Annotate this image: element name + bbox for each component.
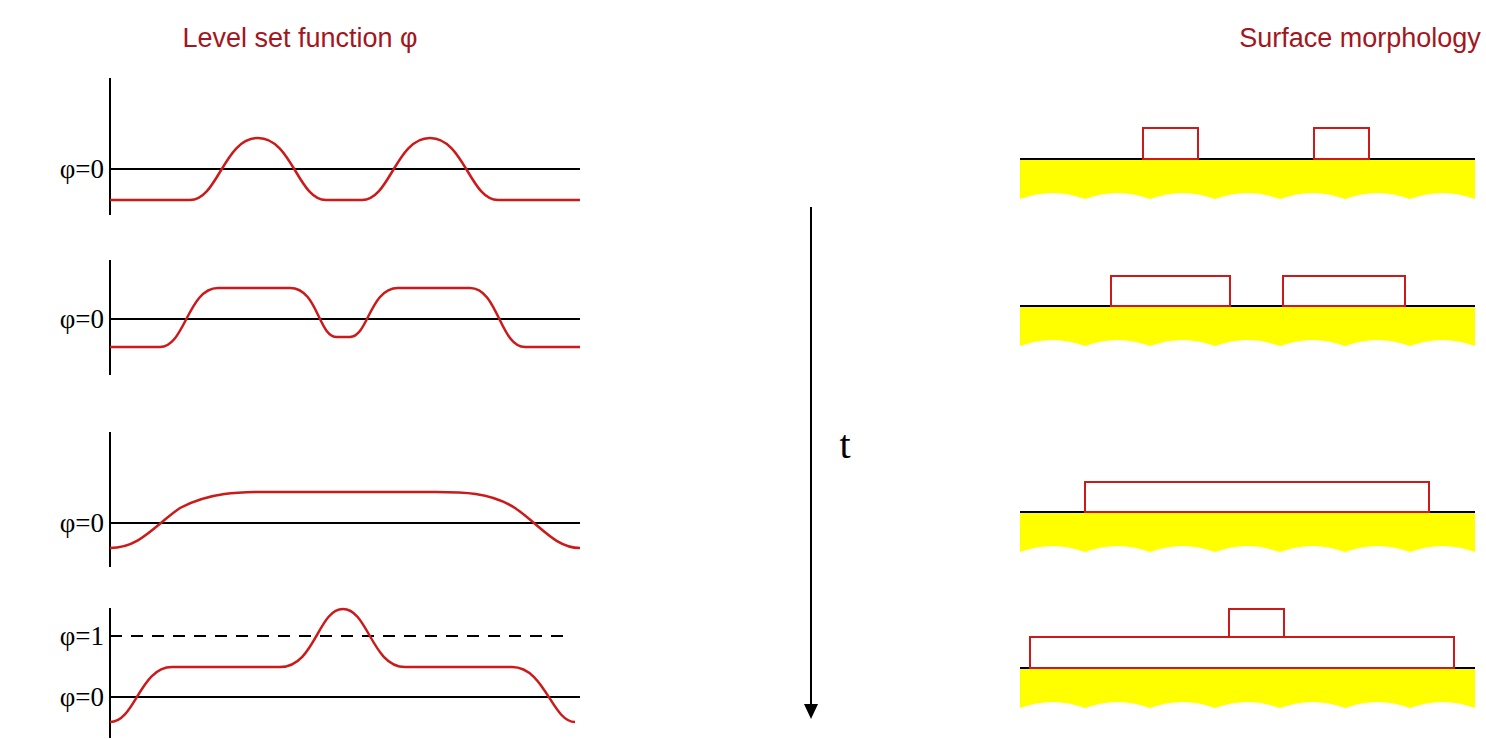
substrates [1020,159,1475,708]
islands [1030,128,1454,668]
axis-label: φ=0 [60,306,104,333]
time-label: t [839,425,850,465]
panel-heading: Surface morphology [1239,25,1481,52]
axis-label: φ=0 [60,156,104,183]
substrate [1020,306,1475,346]
substrate [1020,159,1475,199]
surface-line [1020,305,1475,307]
time-arrow [804,207,818,719]
substrate [1020,512,1475,552]
surface-line [1020,158,1475,160]
level-set-curves [110,138,580,722]
axis-label: φ=0 [60,684,104,711]
axis-label: φ=1 [60,623,104,650]
axis-label: φ=0 [60,510,104,537]
panel-heading: Level set function φ [182,25,417,52]
substrate [1020,668,1475,708]
axes [110,78,580,738]
